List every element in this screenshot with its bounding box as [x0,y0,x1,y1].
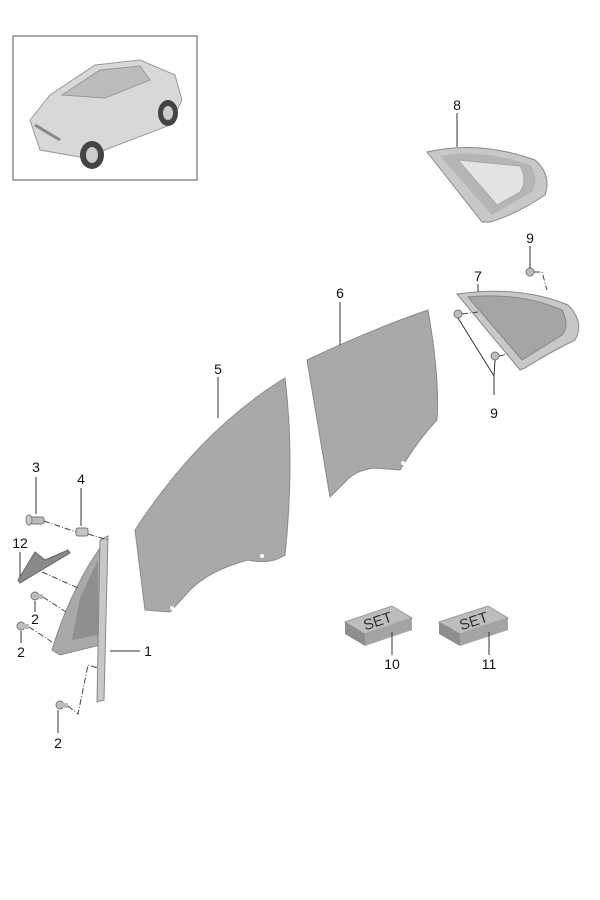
callout-11: 11 [482,656,497,672]
callout-10: 10 [384,656,400,672]
part-2-screw[interactable] [55,700,68,710]
part-10-set[interactable]: SET [343,605,414,646]
callout-1: 1 [144,643,152,659]
part-1-fixed-window[interactable] [51,535,109,703]
part-7-quarter-glass[interactable] [456,290,580,371]
part-11-set[interactable]: SET [437,605,510,646]
part-8-quarter-glass[interactable] [426,147,548,223]
callout-5: 5 [214,361,222,377]
callout-7: 7 [474,268,482,284]
part-5-front-door-glass[interactable] [134,377,291,613]
callout-9: 9 [526,230,534,246]
callout-12: 12 [12,535,28,551]
callout-9: 9 [490,405,498,421]
callout-8: 8 [453,97,461,113]
callout-4: 4 [77,471,85,487]
vehicle-thumbnail[interactable] [12,35,198,181]
part-12-trim[interactable] [17,549,71,584]
part-4-grommet[interactable] [75,527,89,537]
part-2-screw[interactable] [16,621,29,631]
car-icon [29,59,183,169]
callout-2: 2 [17,644,25,660]
part-9-clip[interactable] [525,267,535,277]
callout-6: 6 [336,285,344,301]
part-2-screw[interactable] [30,591,43,601]
callout-3: 3 [32,459,40,475]
part-6-rear-door-glass[interactable] [306,309,439,499]
part-3-bolt[interactable] [25,514,45,526]
callout-2: 2 [54,735,62,751]
part-9-clip[interactable] [490,351,500,361]
callout-2: 2 [31,611,39,627]
part-9-clip[interactable] [453,309,463,319]
